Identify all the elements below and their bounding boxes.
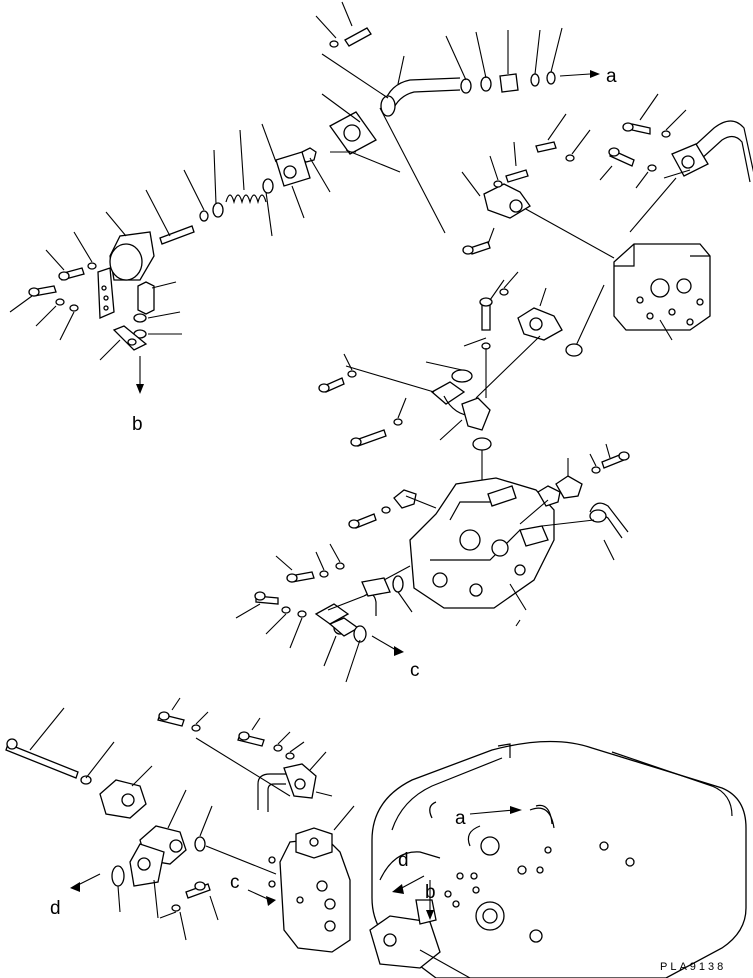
top-pipe (321, 53, 461, 234)
gasket-plate-bottom (70, 843, 165, 919)
ref-b-left: b (132, 414, 143, 435)
spring (225, 129, 274, 237)
left-bolts (9, 231, 97, 341)
bolts-upper-bottom (157, 697, 305, 797)
long-bolt (5, 707, 115, 785)
tube-to-c-assembly (235, 543, 413, 683)
bolt-pair-right (599, 93, 687, 189)
right-top-pipe-assembly (461, 93, 753, 351)
o-ring-center (472, 437, 492, 451)
bolt-left-center (318, 353, 407, 447)
valve-housing-left (97, 211, 155, 319)
bottom-left-valve-assembly (5, 697, 355, 953)
ref-a-top: a (606, 66, 617, 87)
elbow-flange-upper (461, 171, 531, 219)
arrow-to-b (136, 356, 144, 394)
relief-valve-assembly (9, 123, 311, 394)
top-flange-gasket (321, 93, 401, 173)
ref-d-left: d (50, 898, 61, 919)
bottom-bolt-pair (159, 881, 219, 941)
valve-cap-plate (261, 123, 311, 219)
top-pipe-assembly (300, 1, 600, 234)
transmission-housing (369, 740, 747, 978)
ref-a-housing: a (455, 808, 466, 829)
ref-b-housing: b (425, 882, 436, 903)
pipe-elbow-bottom (194, 751, 333, 875)
ref-c-bottom: c (230, 872, 240, 893)
bracket-plate (99, 325, 148, 361)
main-valve-assembly (348, 443, 630, 627)
bolt-and-washers-mid (133, 281, 182, 339)
sub-valve-body (247, 805, 355, 953)
elbow-tube-center (345, 335, 541, 441)
ref-c-mid: c (410, 660, 420, 681)
bolt-group-center (462, 227, 519, 350)
flange-elbow-mid (517, 287, 583, 357)
top-bolt (315, 1, 372, 48)
center-tube-assembly (318, 227, 583, 490)
ref-d-housing: d (398, 850, 409, 871)
top-fittings-row (445, 27, 600, 94)
right-pipe-elbow (629, 120, 753, 233)
control-valve-body (523, 207, 711, 351)
bolt-upper-mid (489, 113, 591, 188)
drawing-code: PLA9138 (660, 961, 726, 973)
washers-and-pin (145, 149, 224, 245)
